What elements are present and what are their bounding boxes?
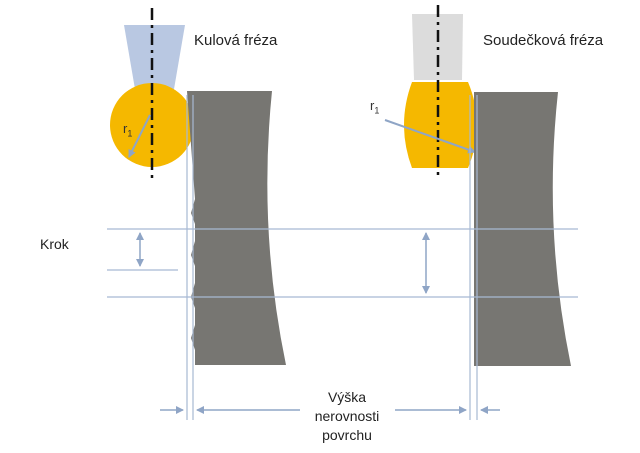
roughness-label-line2: nerovnosti xyxy=(314,408,380,424)
roughness-label-line1: Výška xyxy=(327,389,367,405)
step-lines xyxy=(107,228,578,298)
roughness-label-line3: povrchu xyxy=(322,427,372,443)
ball-workpiece xyxy=(187,91,286,365)
barrel-mill-title: Soudečková fréza xyxy=(483,32,604,49)
barrel-mill-radius-line xyxy=(384,119,476,154)
ball-mill-radius-label: r1 xyxy=(123,121,133,139)
ball-mill-title: Kulová fréza xyxy=(194,32,278,49)
step-label: Krok xyxy=(40,236,69,252)
ball-mill-shank xyxy=(124,25,185,95)
barrel-mill-cutter xyxy=(404,82,477,168)
reference-lines xyxy=(186,95,478,420)
barrel-mill-radius-label: r1 xyxy=(370,98,380,116)
ball-mill-radius-line xyxy=(128,114,151,158)
roughness-label: Výška nerovnosti povrchu xyxy=(303,388,391,445)
